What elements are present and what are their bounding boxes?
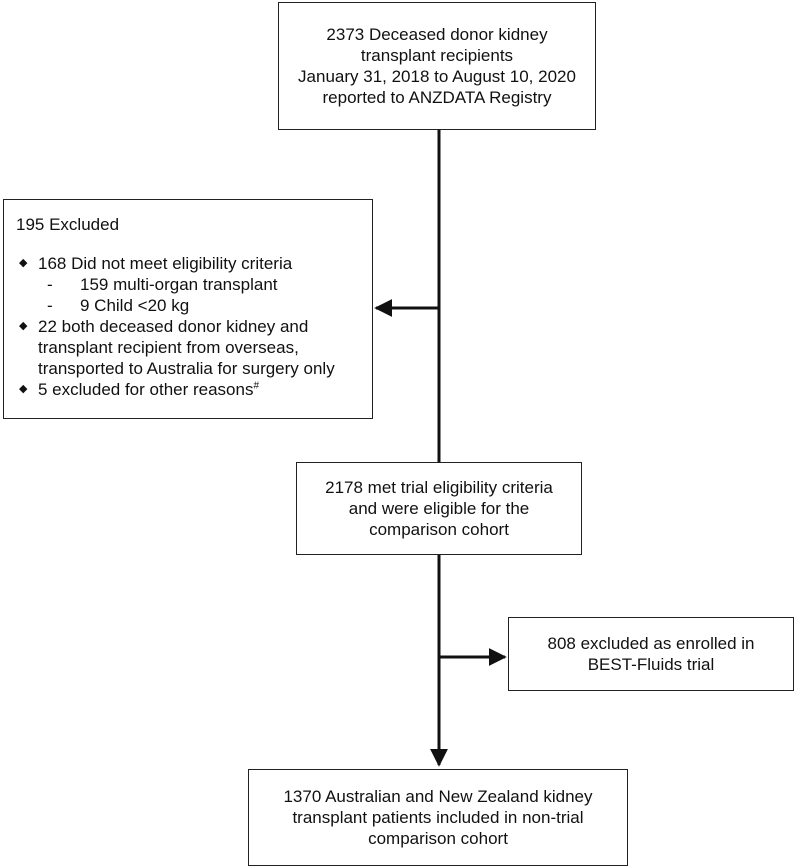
registry-line-1: 2373 Deceased donor kidney xyxy=(326,25,548,44)
bullet-text-line-2: transplant recipient from overseas, xyxy=(38,338,299,357)
sub-item-multi-organ: - 159 multi-organ transplant xyxy=(16,274,372,295)
dash-marker: - xyxy=(47,296,53,315)
diamond-bullet-icon: ◆ xyxy=(19,320,28,332)
cohort-line-1: 1370 Australian and New Zealand kidney xyxy=(283,787,593,806)
dash-marker: - xyxy=(47,275,53,294)
cohort-line-3: comparison cohort xyxy=(368,829,508,848)
excluded-title: 195 Excluded xyxy=(16,215,120,234)
bullet-text-line-3: transported to Australia for surgery onl… xyxy=(38,359,335,378)
excluded-bullet-other: ◆ 5 excluded for other reasons# xyxy=(16,379,372,400)
comparison-cohort-box: 1370 Australian and New Zealand kidney t… xyxy=(248,769,628,866)
bullet-text: 5 excluded for other reasons xyxy=(38,380,254,399)
diamond-bullet-icon: ◆ xyxy=(19,383,28,395)
registry-line-4: reported to ANZDATA Registry xyxy=(322,88,552,107)
eligible-line-2: and were eligible for the xyxy=(348,499,530,518)
sub-item-text: 159 multi-organ transplant xyxy=(80,275,278,294)
registry-recipients-box: 2373 Deceased donor kidney transplant re… xyxy=(278,2,596,130)
sub-item-child: - 9 Child <20 kg xyxy=(16,295,372,316)
excluded-bullet-eligibility: ◆ 168 Did not meet eligibility criteria xyxy=(16,253,372,274)
eligible-line-3: comparison cohort xyxy=(369,520,509,539)
eligible-box: 2178 met trial eligibility criteria and … xyxy=(296,462,582,555)
cohort-line-2: transplant patients included in non-tria… xyxy=(292,808,584,827)
bullet-text: 168 Did not meet eligibility criteria xyxy=(38,254,293,273)
registry-line-3: January 31, 2018 to August 10, 2020 xyxy=(298,67,576,86)
sub-item-text: 9 Child <20 kg xyxy=(80,296,190,315)
eligible-line-1: 2178 met trial eligibility criteria xyxy=(325,478,553,497)
best-fluids-line-1: 808 excluded as enrolled in xyxy=(547,634,755,653)
bullet-text-line-1: 22 both deceased donor kidney and xyxy=(38,317,309,336)
excluded-bullet-overseas: ◆ 22 both deceased donor kidney and tran… xyxy=(16,316,372,379)
best-fluids-box: 808 excluded as enrolled in BEST-Fluids … xyxy=(508,617,794,691)
diamond-bullet-icon: ◆ xyxy=(19,257,28,269)
best-fluids-line-2: BEST-Fluids trial xyxy=(587,655,715,674)
excluded-box: 195 Excluded ◆ 168 Did not meet eligibil… xyxy=(3,199,373,419)
footnote-mark: # xyxy=(253,380,260,392)
registry-line-2: transplant recipients xyxy=(360,46,514,65)
